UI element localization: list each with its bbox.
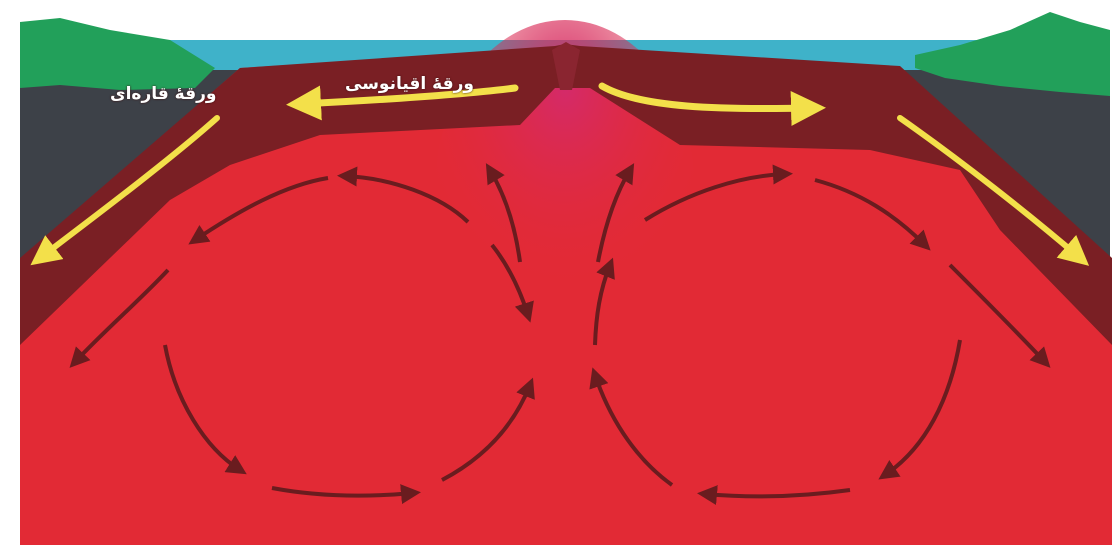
oceanic-plate-label: ورقهٔ اقیانوسی	[345, 74, 474, 94]
continental-plate-label: ورقهٔ قاره‌ای	[110, 84, 216, 104]
